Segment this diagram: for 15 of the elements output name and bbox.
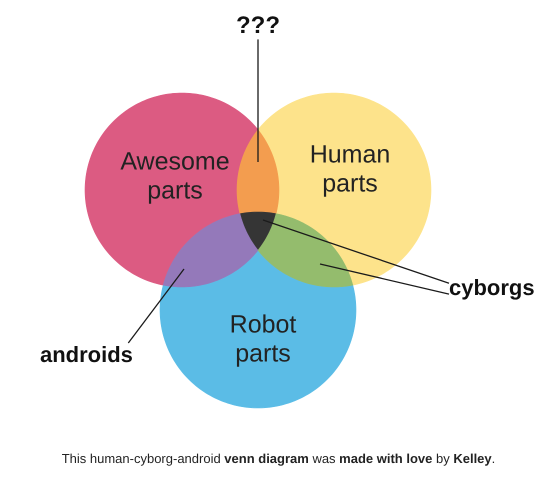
circle-label: Awesome parts <box>120 147 230 205</box>
leader-line <box>320 263 450 295</box>
circle-label: Human parts <box>310 140 390 198</box>
callout-label: ??? <box>236 13 280 40</box>
leader-line <box>262 219 450 284</box>
overlap-triangle <box>240 212 276 251</box>
leader-line <box>128 268 185 344</box>
overlap-lens <box>236 129 280 214</box>
leader-line <box>257 39 259 162</box>
circle-label: Robot parts <box>230 310 296 368</box>
caption: This human-cyborg-android venn diagram was made with love by Kelley. <box>62 451 496 466</box>
callout-label: cyborgs <box>449 276 535 300</box>
overlap-lens <box>162 213 258 288</box>
overlap-lens <box>258 213 354 288</box>
callout-label: androids <box>40 343 133 368</box>
